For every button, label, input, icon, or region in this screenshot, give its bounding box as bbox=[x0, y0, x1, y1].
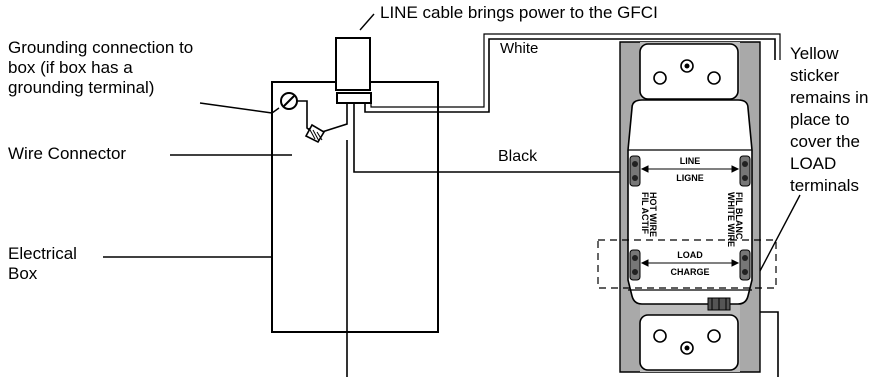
line-arrow bbox=[640, 165, 740, 173]
grounding-screw bbox=[280, 92, 298, 110]
load-en-label: LOAD bbox=[677, 250, 703, 260]
line-en-label: LINE bbox=[680, 156, 701, 166]
receptacle-body bbox=[627, 99, 753, 305]
yellow-sticker-label: Yellow sticker remains in place to cover… bbox=[790, 44, 869, 195]
white-wire-label: WHITE WIRE bbox=[726, 192, 736, 247]
sticker-leader bbox=[759, 194, 801, 272]
ground-terminal bbox=[707, 297, 731, 311]
white-wire-text: White bbox=[500, 40, 539, 57]
white-wire bbox=[364, 38, 776, 113]
grounding-leader-arrow bbox=[271, 107, 280, 114]
black-wire bbox=[353, 103, 636, 173]
yellow-sticker-outline bbox=[597, 239, 777, 289]
load-hot-terminal bbox=[629, 249, 641, 281]
fil-blanc-label: FIL BLANC bbox=[734, 192, 744, 240]
ground-wire-from-cable bbox=[321, 103, 348, 133]
fil-actif-label: FIL ACTIF bbox=[640, 192, 650, 234]
bottom-yoke bbox=[639, 314, 739, 371]
top-yoke bbox=[639, 43, 739, 100]
load-arrow bbox=[640, 259, 740, 267]
load-fr-label: CHARGE bbox=[670, 267, 709, 277]
electrical-box bbox=[271, 81, 439, 333]
line-cable-leader bbox=[359, 13, 375, 31]
electrical-box-label: Electrical Box bbox=[8, 244, 77, 283]
line-cable bbox=[335, 37, 371, 91]
line-white-terminal bbox=[739, 155, 751, 187]
load-white-terminal bbox=[739, 249, 751, 281]
line-cable-label: LINE cable brings power to the GFCI bbox=[380, 3, 658, 22]
hot-wire-label: HOT WIRE bbox=[648, 192, 658, 237]
cable-clamp bbox=[336, 92, 372, 104]
white-wire-inner bbox=[370, 33, 781, 108]
grounding-leader bbox=[199, 102, 273, 114]
line-fr-label: LIGNE bbox=[676, 173, 704, 183]
wire-connector bbox=[304, 123, 326, 144]
grounding-label: Grounding connection to box (if box has … bbox=[8, 38, 194, 97]
wire-connector-label: Wire Connector bbox=[8, 144, 127, 163]
line-hot-terminal bbox=[629, 155, 641, 187]
black-wire-text: Black bbox=[498, 148, 538, 165]
